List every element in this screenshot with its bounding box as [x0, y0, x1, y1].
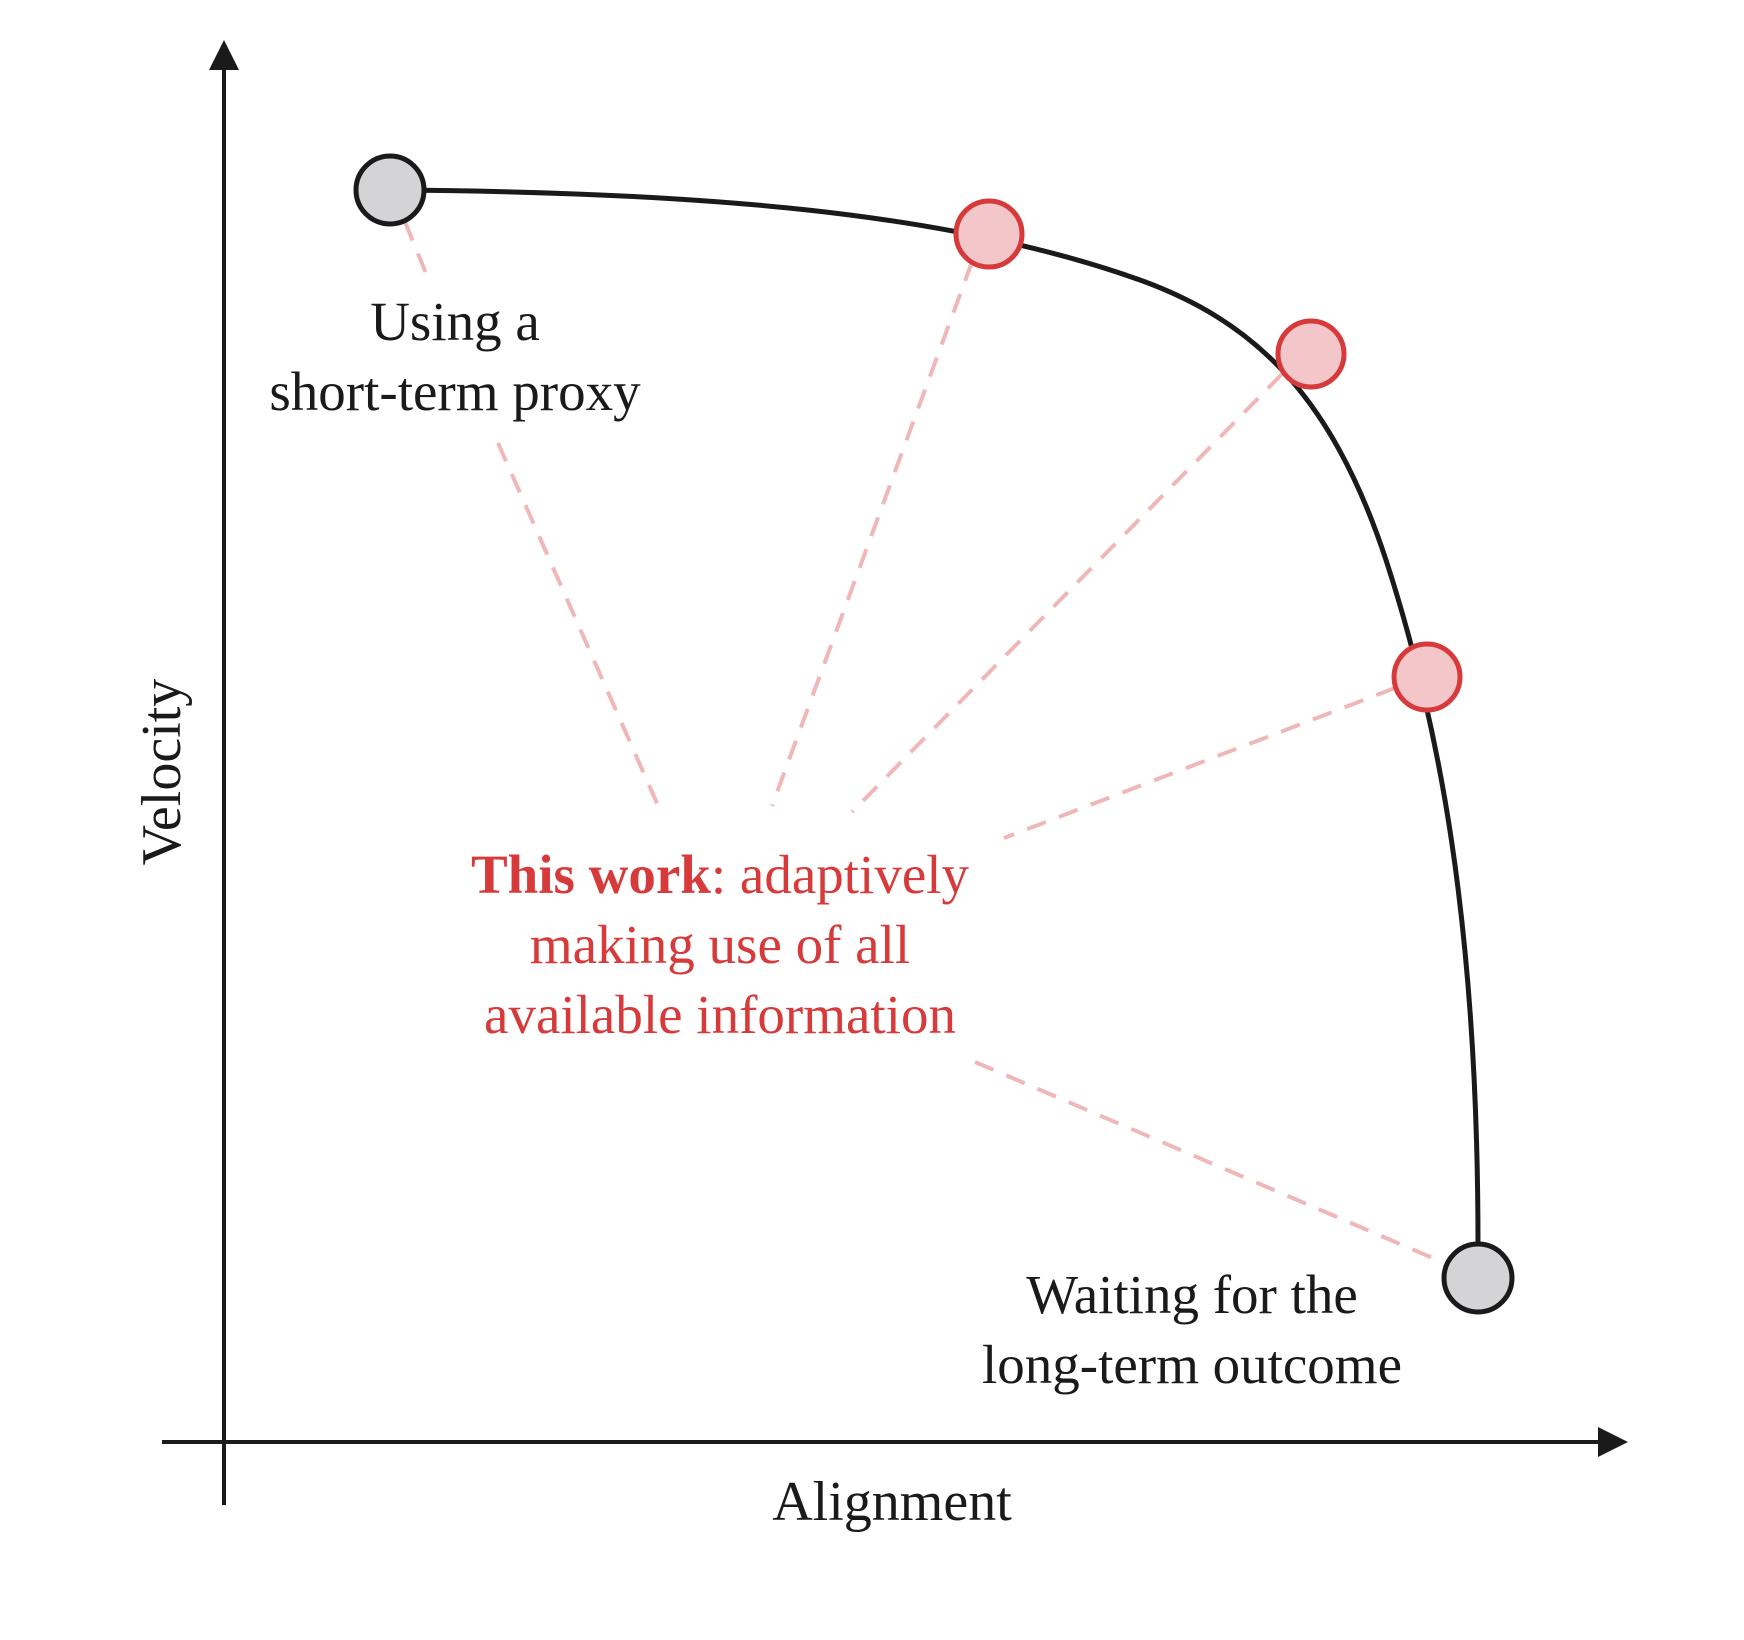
- this-work-marker-1: [953, 198, 1025, 270]
- y-axis-label: Velocity: [131, 679, 193, 866]
- short-term-proxy-marker: [353, 153, 427, 227]
- this-work-marker-3: [1391, 641, 1463, 713]
- this-work-label-line-1: This work: adaptively: [471, 844, 970, 905]
- leader-line-point-1: [770, 261, 974, 807]
- leader-line-point-2: [850, 372, 1284, 814]
- this-work-label: This work: adaptively making use of all …: [471, 844, 970, 1045]
- leader-line-long-term: [974, 1060, 1443, 1264]
- this-work-bold: This work: [471, 844, 711, 905]
- short-term-label-line-1: Using a: [370, 291, 540, 352]
- long-term-label-line-2: long-term outcome: [982, 1334, 1402, 1395]
- this-work-label-line-3: available information: [484, 984, 956, 1045]
- long-term-outcome-marker: [1441, 1241, 1515, 1315]
- leader-line-short-term-top: [403, 221, 432, 284]
- short-term-label-line-2: short-term proxy: [269, 361, 641, 422]
- leader-line-point-3: [1003, 686, 1396, 840]
- x-axis-label: Alignment: [772, 1471, 1012, 1533]
- this-work-label-line-2: making use of all: [530, 914, 910, 975]
- short-term-label: Using a short-term proxy: [269, 291, 641, 422]
- leader-lines: [403, 221, 1443, 1264]
- this-work-label-line-1-rest: : adaptively: [711, 844, 970, 905]
- long-term-label-line-1: Waiting for the: [1026, 1264, 1358, 1325]
- x-axis-arrow-icon: [1598, 1427, 1628, 1457]
- this-work-marker-2: [1275, 318, 1347, 390]
- y-axis-arrow-icon: [209, 40, 239, 70]
- long-term-label: Waiting for the long-term outcome: [982, 1264, 1402, 1395]
- axes: [162, 62, 1602, 1505]
- leader-line-short-term: [496, 442, 662, 811]
